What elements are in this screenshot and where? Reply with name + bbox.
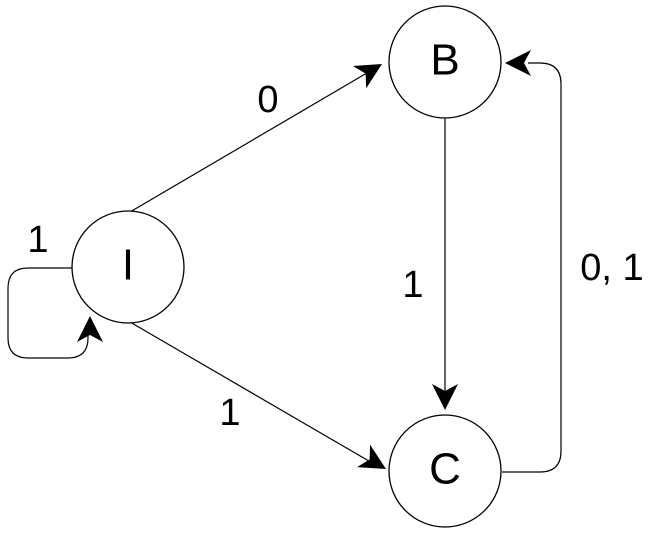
- state-label-i: I: [122, 241, 134, 290]
- state-circle-c: [388, 414, 502, 528]
- state-node-b: B: [388, 5, 502, 119]
- arrowhead-c-to-b: [505, 50, 531, 76]
- arrowhead-i-to-b: [352, 64, 382, 89]
- edge-label-b-to-c: 1: [402, 264, 423, 306]
- state-label-b: B: [430, 36, 459, 85]
- state-circle-b: [388, 5, 502, 119]
- state-node-i: I: [71, 210, 185, 324]
- edge-label-c-to-b: 0, 1: [580, 247, 643, 289]
- arrowhead-b-to-c: [432, 384, 458, 410]
- edge-label-i-self-loop: 1: [27, 219, 48, 261]
- state-label-c: C: [429, 445, 461, 494]
- edge-i-self-loop: [7, 267, 89, 359]
- edge-i-to-b: [129, 69, 373, 213]
- arrowhead-i-self-loop: [77, 316, 103, 342]
- edge-c-to-b: [502, 62, 562, 473]
- edge-label-i-to-b: 0: [257, 79, 278, 121]
- arrowhead-i-to-c: [356, 444, 386, 469]
- state-node-c: C: [388, 414, 502, 528]
- state-circle-i: [71, 210, 185, 324]
- edge-label-i-to-c: 1: [219, 392, 240, 434]
- edge-i-to-c: [129, 321, 375, 465]
